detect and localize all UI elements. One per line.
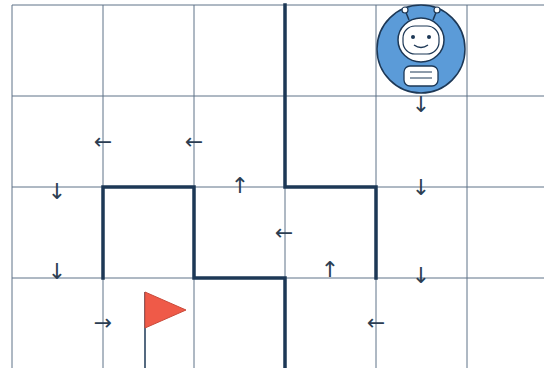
direction-arrow: ↓: [48, 181, 66, 203]
direction-arrow: ↓: [48, 261, 66, 283]
direction-arrow: ↑: [321, 259, 339, 281]
direction-arrow: →: [94, 312, 112, 334]
grid-lines: [12, 5, 544, 368]
direction-arrow: ↑: [231, 175, 249, 197]
maze-walls: [103, 5, 376, 368]
direction-arrow: ↓: [412, 265, 430, 287]
direction-arrow: ←: [367, 312, 385, 334]
direction-arrow: ←: [185, 131, 203, 153]
goal-flag: [145, 292, 186, 368]
direction-arrow: ←: [275, 222, 293, 244]
robot-icon: [377, 5, 465, 93]
direction-arrow: ↓: [412, 94, 430, 116]
direction-arrow: ←: [94, 131, 112, 153]
direction-arrow: ↓: [412, 177, 430, 199]
